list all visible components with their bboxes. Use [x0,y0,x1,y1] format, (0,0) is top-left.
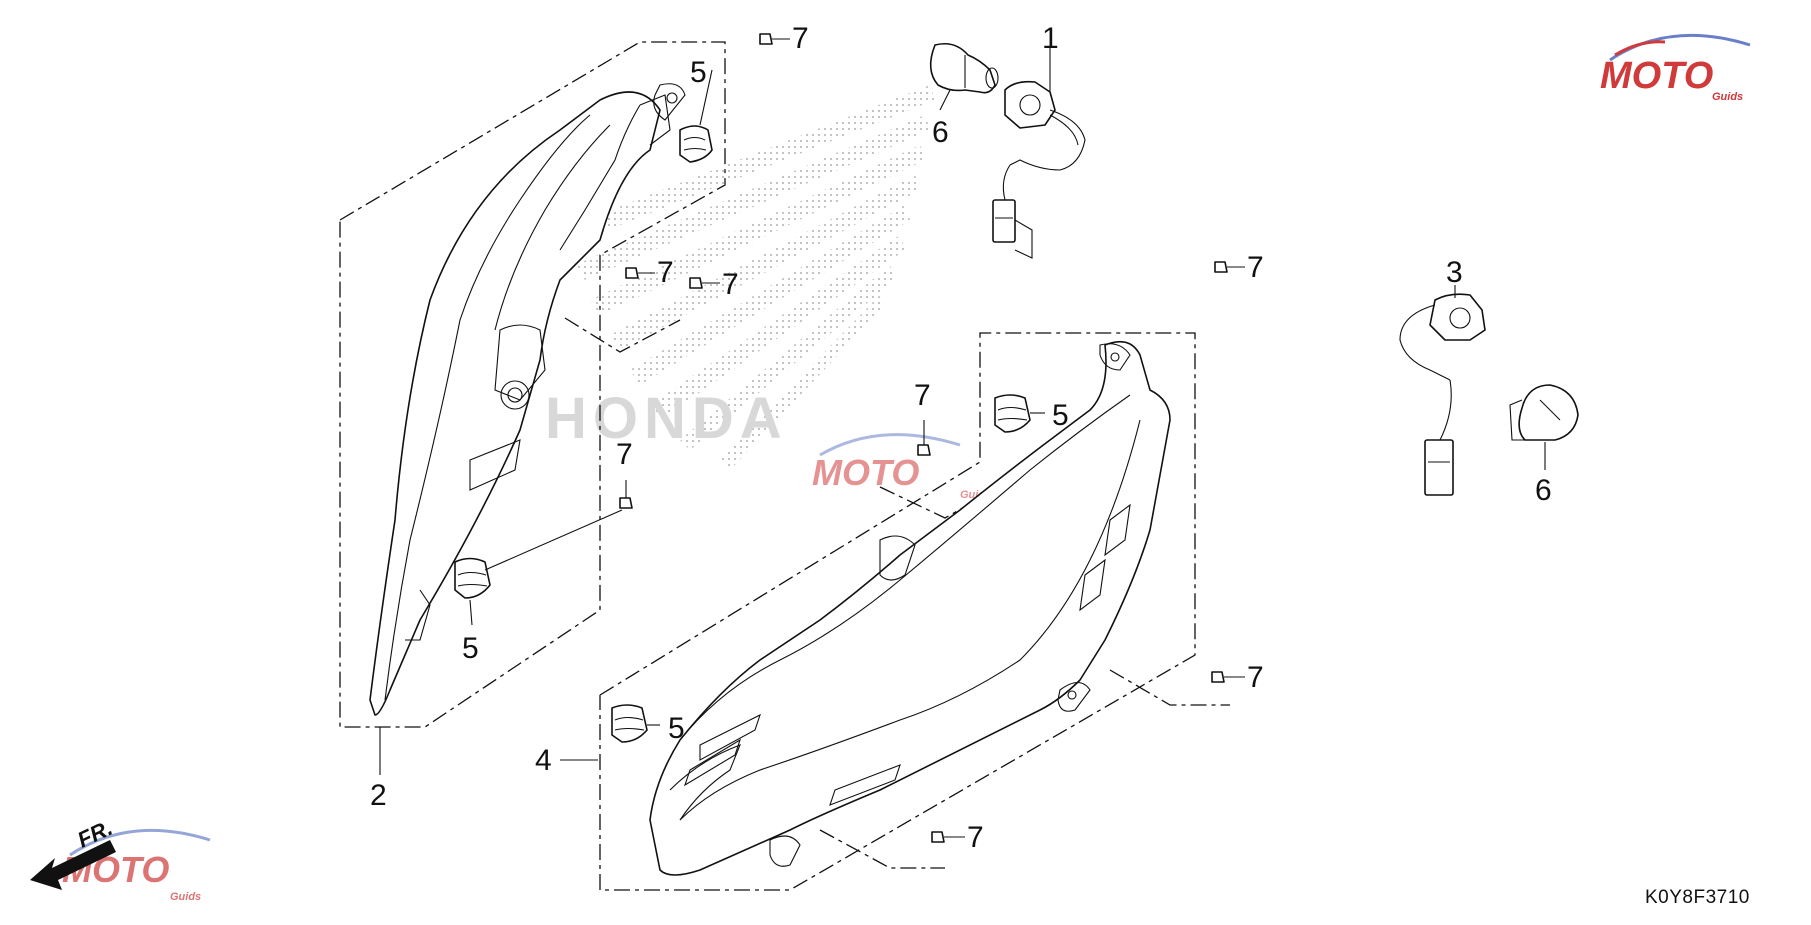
clip-right[interactable] [994,394,1031,433]
logo-moto-text: MOTO [812,452,919,493]
assembly-box-left [339,41,726,728]
callout-6-top: 6 [932,116,949,149]
right-turn-signal-lens[interactable] [649,340,1171,876]
callout-7-b: 7 [657,256,674,289]
screw-f[interactable] [917,420,931,456]
screw-d[interactable] [619,480,633,509]
callout-7-f: 7 [914,379,931,412]
callout-4: 4 [535,744,552,777]
screw-b[interactable] [625,267,655,279]
moto-logo-top-right: MOTO Guids [1600,33,1751,103]
callout-7-a: 7 [792,22,809,55]
callout-7-g: 7 [1247,661,1264,694]
dash-link-left-upper [564,317,681,353]
screw-h[interactable] [931,831,965,843]
screw-g[interactable] [1211,671,1245,683]
left-turn-signal-lens[interactable] [369,83,686,716]
callout-7-c: 7 [722,268,739,301]
diagram-code: K0Y8F3710 [1645,887,1750,908]
callout-7-d: 7 [616,438,633,471]
callout-1: 1 [1042,22,1059,55]
socket-right[interactable] [1399,293,1486,496]
callout-2: 2 [370,779,387,812]
screw-c[interactable] [689,277,720,289]
callout-6-right: 6 [1535,474,1552,507]
clip-bottom[interactable] [611,704,648,743]
dash-link-bottom-right [1109,669,1230,706]
leader-lines [379,48,1546,775]
clip-top[interactable] [679,125,713,163]
clip-left[interactable] [454,557,491,599]
socket-top[interactable] [992,80,1086,259]
bulb-top[interactable] [929,42,999,94]
screw-a[interactable] [759,33,790,45]
logo-guids-text: Guids [1712,91,1743,103]
callout-7-h: 7 [967,821,984,854]
logo-guids-text: Guids [170,891,201,903]
callout-5-bottom: 5 [668,712,685,745]
callout-5-right: 5 [1052,399,1069,432]
honda-brand-watermark: HONDA [545,386,788,451]
screw-e[interactable] [1214,261,1245,273]
callout-3: 3 [1446,256,1463,289]
moto-logo-center: MOTO Guids [812,433,991,501]
honda-wing-watermark: HONDA [545,85,935,470]
logo-moto-text: MOTO [1600,55,1713,97]
callout-5-left: 5 [462,632,479,665]
callout-7-e: 7 [1247,251,1264,284]
bulb-right[interactable] [1509,384,1579,441]
callout-5-top: 5 [690,56,707,89]
callouts: 1 2 3 4 5 5 5 5 6 6 7 7 7 7 7 7 7 7 [370,22,1552,854]
